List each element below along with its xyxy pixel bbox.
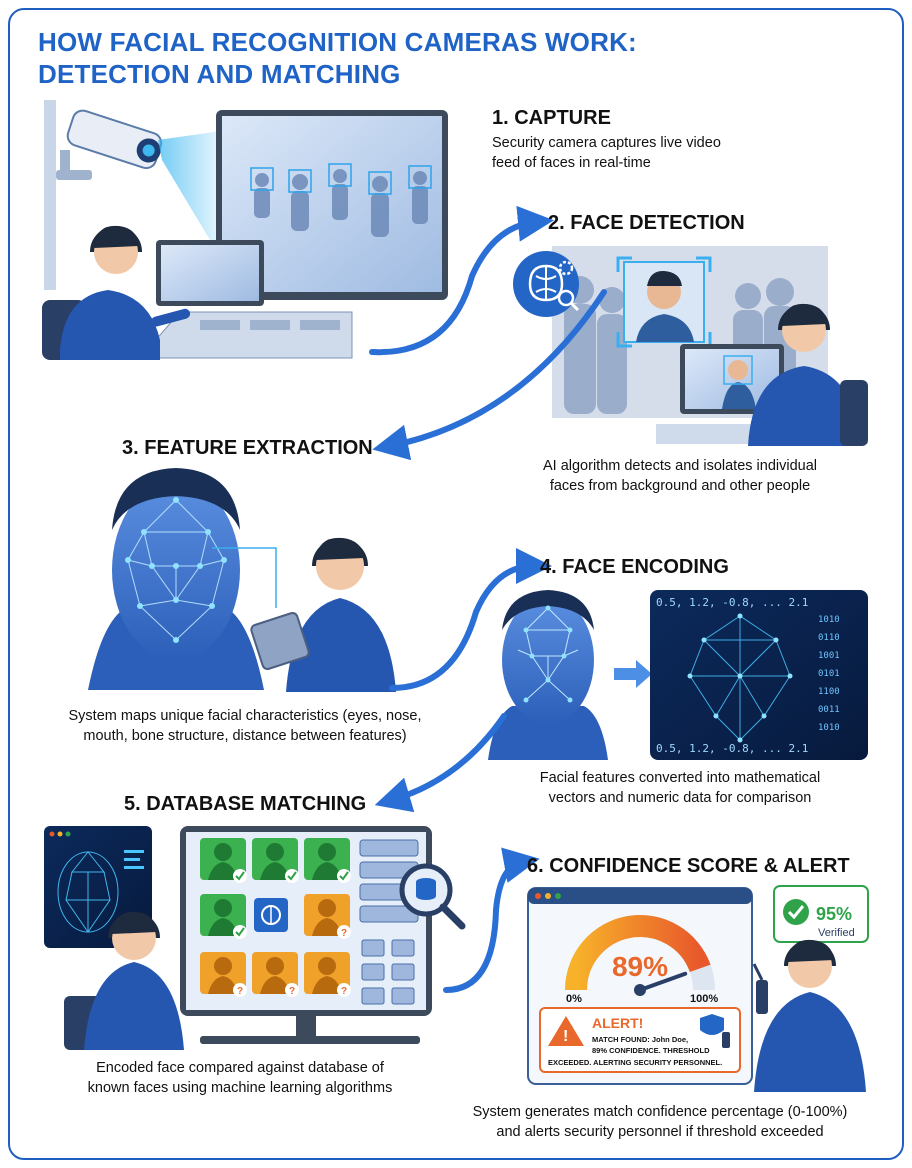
security-officer-3 bbox=[250, 537, 396, 692]
svg-text:0011: 0011 bbox=[818, 705, 840, 715]
step4-illustration: 1010 0110 1001 0101 1100 0011 1010 0.5, … bbox=[488, 590, 868, 760]
arrow-5-to-6 bbox=[443, 847, 540, 993]
match-card bbox=[200, 894, 247, 939]
title-line-1: HOW FACIAL RECOGNITION CAMERAS WORK: bbox=[38, 27, 637, 57]
alert-box bbox=[539, 1007, 741, 1073]
unknown-card: ? bbox=[252, 952, 299, 997]
gauge-needle bbox=[638, 971, 688, 992]
step1-description: Security camera captures live video feed… bbox=[492, 133, 721, 173]
alert-line-1: MATCH FOUND: John Doe, bbox=[592, 1035, 688, 1044]
step1-illustration bbox=[42, 100, 448, 360]
page-title: HOW FACIAL RECOGNITION CAMERAS WORK: DET… bbox=[38, 26, 637, 90]
svg-text:1001: 1001 bbox=[818, 651, 840, 661]
svg-text:1100: 1100 bbox=[818, 687, 840, 697]
step5-line-1: Encoded face compared against database o… bbox=[96, 1060, 384, 1076]
svg-text:0101: 0101 bbox=[818, 669, 840, 679]
step5-line-2: known faces using machine learning algor… bbox=[87, 1080, 393, 1096]
step3-line-2: mouth, bone structure, distance between … bbox=[83, 728, 407, 744]
step1-line-2: feed of faces in real-time bbox=[492, 155, 651, 171]
step3-description: System maps unique facial characteristic… bbox=[30, 706, 460, 746]
radio-icon bbox=[722, 1032, 730, 1048]
step6-description: System generates match confidence percen… bbox=[440, 1102, 880, 1142]
alert-title: ALERT! bbox=[592, 1015, 643, 1031]
svg-text:1010: 1010 bbox=[818, 615, 840, 625]
verified-badge bbox=[773, 885, 869, 943]
arrow-4-to-5 bbox=[374, 713, 507, 813]
step5-illustration: ? ? ? ? bbox=[44, 826, 466, 1050]
step2-illustration bbox=[513, 246, 868, 446]
walkie-talkie-icon bbox=[756, 980, 768, 1014]
step1-line-1: Security camera captures live video bbox=[492, 135, 721, 151]
security-camera bbox=[56, 109, 163, 180]
step3-line-1: System maps unique facial characteristic… bbox=[68, 708, 422, 724]
ai-chip-icon bbox=[254, 898, 288, 932]
alert-window: ! bbox=[527, 887, 753, 1085]
unknown-card: ? bbox=[304, 952, 351, 997]
step3-heading: 3. FEATURE EXTRACTION bbox=[122, 437, 373, 459]
arrow-1-to-2 bbox=[369, 205, 554, 356]
unknown-card: ? bbox=[200, 952, 247, 997]
badge-icon bbox=[700, 1014, 724, 1035]
step4-description: Facial features converted into mathemati… bbox=[490, 768, 870, 808]
security-officer-1 bbox=[42, 225, 191, 360]
verified-value: 95% bbox=[816, 904, 852, 924]
mesh-face-large bbox=[88, 468, 277, 690]
step6-illustration: ! bbox=[527, 885, 869, 1092]
step6-line-2: and alerts security personnel if thresho… bbox=[496, 1124, 824, 1140]
gauge-max-label: 100% bbox=[690, 993, 718, 1005]
arrow-2-to-3 bbox=[372, 289, 607, 461]
step4-line-1: Facial features converted into mathemati… bbox=[539, 770, 821, 786]
security-officer-2 bbox=[748, 303, 868, 446]
mesh-face-medium bbox=[488, 590, 608, 760]
match-card bbox=[304, 838, 351, 883]
encoding-panel: 1010 0110 1001 0101 1100 0011 1010 0.5, … bbox=[650, 590, 868, 760]
match-card bbox=[200, 838, 247, 883]
step6-heading: 6. CONFIDENCE SCORE & ALERT bbox=[527, 855, 850, 877]
wall-pillar bbox=[44, 100, 56, 290]
security-officer-5 bbox=[64, 911, 184, 1050]
step4-heading: 4. FACE ENCODING bbox=[540, 556, 729, 578]
database-monitor: ? ? ? ? bbox=[180, 826, 432, 1044]
folder-grid bbox=[361, 939, 415, 1005]
encoding-vector-top: 0.5, 1.2, -0.8, ... 2.1 bbox=[656, 596, 808, 609]
unknown-card: ? bbox=[304, 894, 351, 939]
step5-description: Encoded face compared against database o… bbox=[40, 1058, 440, 1098]
svg-text:0110: 0110 bbox=[818, 633, 840, 643]
gauge-fill bbox=[565, 915, 711, 991]
step2-line-1: AI algorithm detects and isolates indivi… bbox=[542, 458, 818, 474]
step2-heading: 2. FACE DETECTION bbox=[548, 212, 745, 234]
svg-text:!: ! bbox=[563, 1028, 568, 1045]
verified-label: Verified bbox=[818, 927, 855, 939]
security-officer-6 bbox=[752, 939, 866, 1092]
warning-icon bbox=[548, 1016, 584, 1046]
title-line-2: DETECTION AND MATCHING bbox=[38, 59, 401, 89]
detected-face-panel bbox=[616, 256, 712, 348]
encoding-vector-bottom: 0.5, 1.2, -0.8, ... 2.1 bbox=[656, 742, 808, 755]
step6-line-1: System generates match confidence percen… bbox=[472, 1104, 848, 1120]
arrow-3-to-4 bbox=[389, 548, 552, 691]
svg-text:?: ? bbox=[289, 986, 295, 997]
gauge-min-label: 0% bbox=[566, 993, 582, 1005]
svg-text:?: ? bbox=[341, 986, 347, 997]
step2-description: AI algorithm detects and isolates indivi… bbox=[500, 456, 860, 496]
encode-arrow bbox=[614, 660, 652, 688]
step4-line-2: vectors and numeric data for comparison bbox=[548, 790, 812, 806]
alert-line-3: EXCEEDED. ALERTING SECURITY PERSONNEL. bbox=[548, 1058, 722, 1067]
flow-arrows bbox=[369, 205, 607, 993]
svg-text:?: ? bbox=[341, 928, 347, 939]
svg-text:?: ? bbox=[237, 986, 243, 997]
alert-line-2: 89% CONFIDENCE. THRESHOLD bbox=[592, 1046, 710, 1055]
step2-line-2: faces from background and other people bbox=[549, 478, 811, 494]
match-card bbox=[252, 838, 299, 883]
magnifier-icon bbox=[399, 863, 466, 930]
svg-text:1010: 1010 bbox=[818, 723, 840, 733]
step1-heading: 1. CAPTURE bbox=[492, 107, 611, 129]
confidence-value: 89% bbox=[612, 951, 668, 982]
step3-illustration bbox=[88, 468, 396, 692]
desk-console bbox=[138, 240, 353, 359]
ai-brain-icon bbox=[513, 251, 580, 317]
step5-heading: 5. DATABASE MATCHING bbox=[124, 793, 367, 815]
camera-beam bbox=[158, 130, 228, 270]
